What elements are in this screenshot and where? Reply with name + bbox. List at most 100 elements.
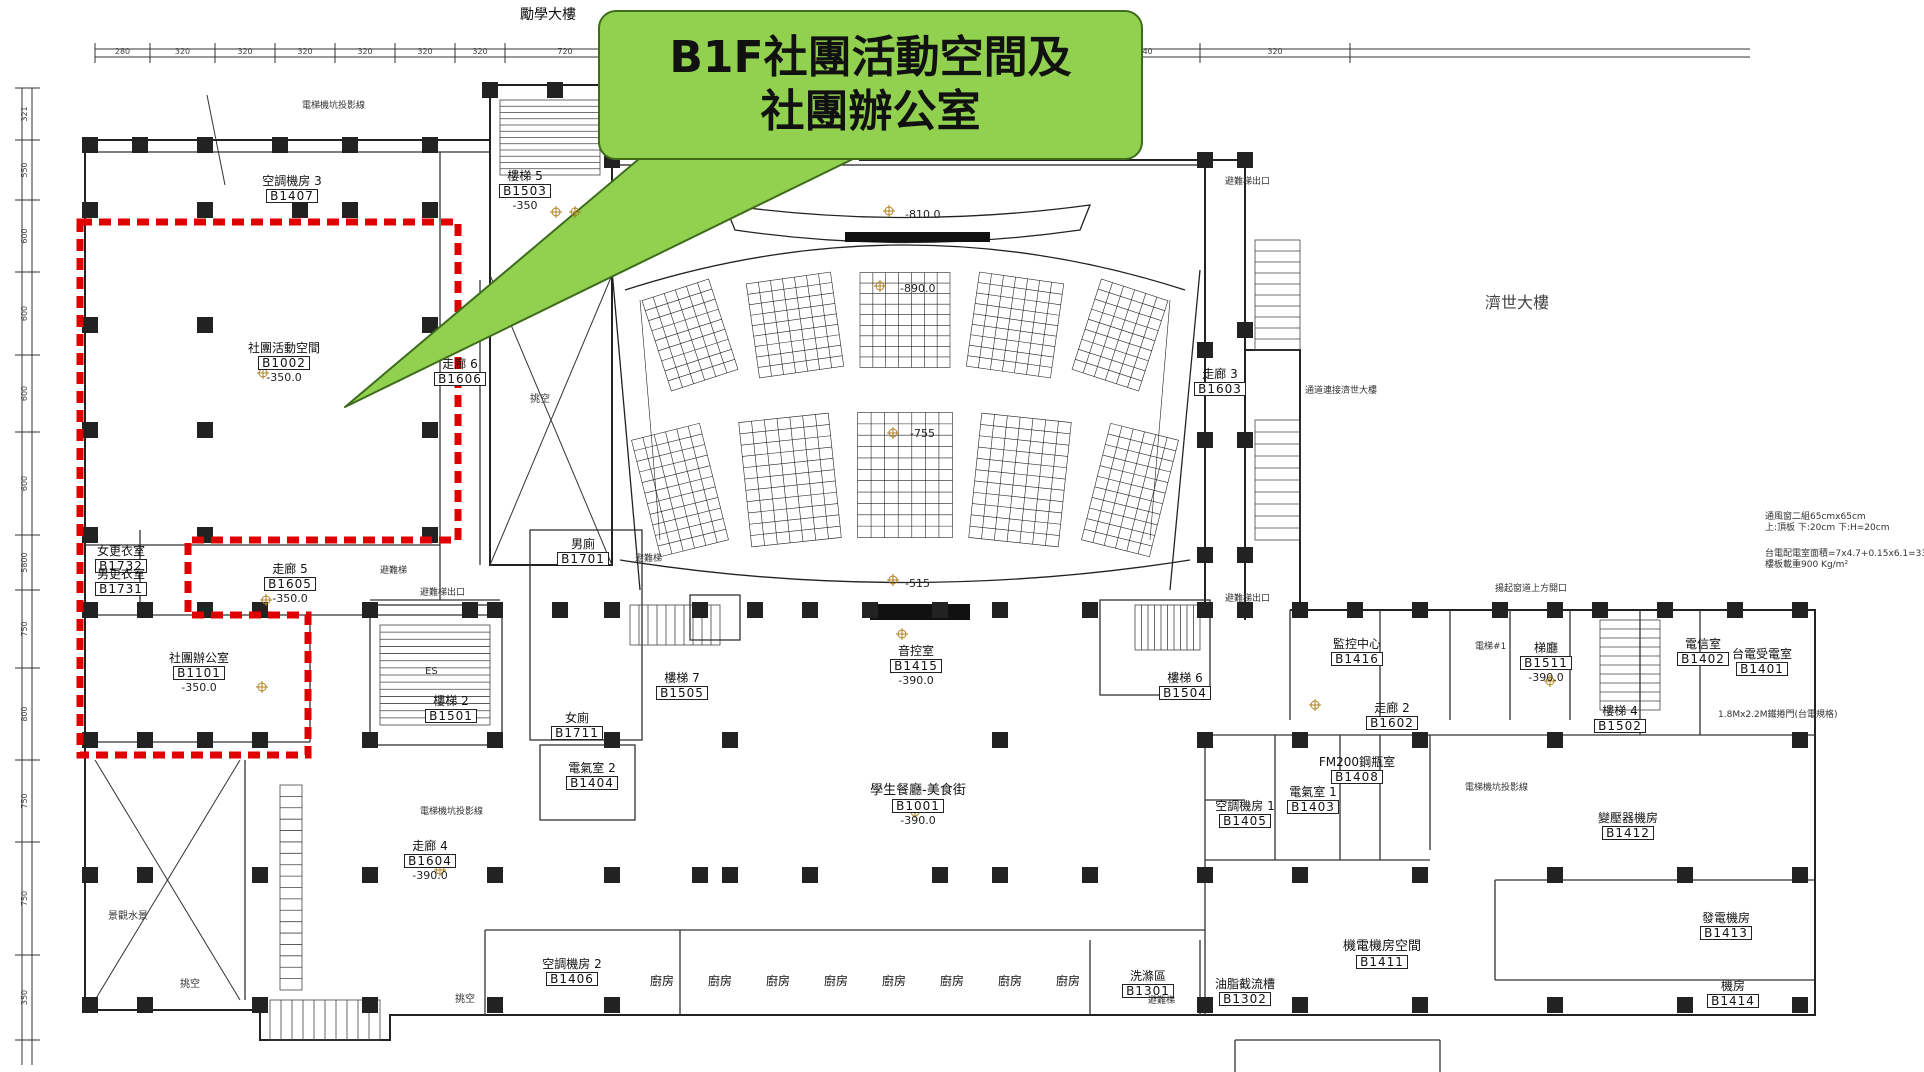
room-code: B1404 xyxy=(566,776,618,790)
dimension-value: 320 xyxy=(297,47,312,56)
structural-column xyxy=(197,317,213,333)
seat-column xyxy=(1116,293,1147,384)
structural-column xyxy=(137,867,153,883)
note-floor-load: 樓板載重900 Kg/m² xyxy=(1765,560,1849,570)
structural-column xyxy=(692,867,708,883)
seat-column xyxy=(770,280,784,375)
kitchen-label: 廚房 xyxy=(766,974,791,988)
seating xyxy=(631,271,1179,558)
room-code: B1605 xyxy=(264,577,316,591)
seat-row xyxy=(749,514,839,525)
elevator-label: 電梯#1 xyxy=(1475,642,1507,652)
structural-column xyxy=(1792,602,1808,618)
structural-column xyxy=(342,202,358,218)
seat-column xyxy=(1038,282,1052,377)
note-roller-door: 1.8Mx2.2M鐵捲門(台電規格) xyxy=(1718,710,1838,720)
structural-column xyxy=(487,732,503,748)
north-building-label: 勵學大樓 xyxy=(520,7,576,23)
structural-column xyxy=(802,602,818,618)
seat-column xyxy=(1127,296,1158,388)
structural-column xyxy=(482,82,498,98)
dimension-value: 350 xyxy=(20,990,29,1005)
kitchen-label: 廚房 xyxy=(1056,974,1081,988)
seat-row xyxy=(748,503,838,514)
fountain-label: 景觀水景 xyxy=(108,911,148,922)
seat-row xyxy=(976,458,1067,469)
seat-row xyxy=(758,355,843,368)
room-code: B1412 xyxy=(1602,826,1654,840)
structural-column xyxy=(82,527,98,543)
room-name: 男更衣室 xyxy=(96,567,145,581)
structural-column xyxy=(604,602,620,618)
structural-column xyxy=(197,137,213,153)
room-elevation: -390.0 xyxy=(412,869,448,882)
seat-row xyxy=(978,446,1068,457)
structural-column xyxy=(422,137,438,153)
dimension-value: 280 xyxy=(115,47,130,56)
seat-column xyxy=(1137,437,1168,554)
seat-column xyxy=(794,277,808,372)
seat-row xyxy=(980,424,1071,435)
dimension-value: 320 xyxy=(175,47,190,56)
seat-column xyxy=(1105,289,1135,381)
seat-column xyxy=(758,282,772,377)
seat-row xyxy=(971,514,1061,525)
structural-column xyxy=(1727,602,1743,618)
seat-row xyxy=(741,435,831,446)
dimension-value: 321 xyxy=(20,106,29,121)
seat-row xyxy=(978,282,1063,295)
seat-row xyxy=(969,344,1054,358)
structural-column xyxy=(992,602,1008,618)
room-code: B1408 xyxy=(1331,770,1383,784)
dimension-value: 750 xyxy=(20,793,29,808)
seat-row xyxy=(975,469,1066,480)
seat-column xyxy=(763,419,778,545)
room-name: 音控室 xyxy=(897,644,934,658)
room-code: B1402 xyxy=(1677,652,1729,666)
dimension-value: 320 xyxy=(417,47,432,56)
structural-column xyxy=(487,602,503,618)
room-name: 洗滌區 xyxy=(1129,969,1166,983)
room-code: B1413 xyxy=(1700,926,1752,940)
room-name: 空調機房 3 xyxy=(262,174,322,188)
seat-column xyxy=(802,415,817,541)
room-name: 電氣室 1 xyxy=(1289,785,1337,799)
room-name: 空調機房 1 xyxy=(1215,799,1275,813)
seat-column xyxy=(815,414,829,539)
seat-column xyxy=(1126,434,1157,552)
room-name: 樓梯 2 xyxy=(433,694,469,708)
exit-label-3: 避難梯出口 xyxy=(1225,594,1271,604)
seat-column xyxy=(676,428,707,546)
seat-column xyxy=(687,426,718,543)
seat-block xyxy=(965,271,1065,379)
room-name: 電氣室 2 xyxy=(568,761,616,775)
room-elevation: -350.0 xyxy=(266,371,302,384)
structural-column xyxy=(82,137,98,153)
structural-column xyxy=(342,137,358,153)
dimension-value: 720 xyxy=(557,47,572,56)
structural-column xyxy=(932,602,948,618)
exit-label-2: 避難梯出口 xyxy=(1225,177,1271,187)
structural-column xyxy=(1412,997,1428,1013)
structural-column xyxy=(1547,997,1563,1013)
seat-block xyxy=(738,412,842,548)
seat-row xyxy=(970,334,1055,347)
structural-column xyxy=(1412,867,1428,883)
structural-column xyxy=(1197,732,1213,748)
structural-column xyxy=(1547,732,1563,748)
room-code: B1504 xyxy=(1159,686,1211,700)
dimension-value: 600 xyxy=(20,386,29,401)
seat-row xyxy=(749,292,834,306)
structural-column xyxy=(292,202,308,218)
seat-column xyxy=(665,431,695,549)
